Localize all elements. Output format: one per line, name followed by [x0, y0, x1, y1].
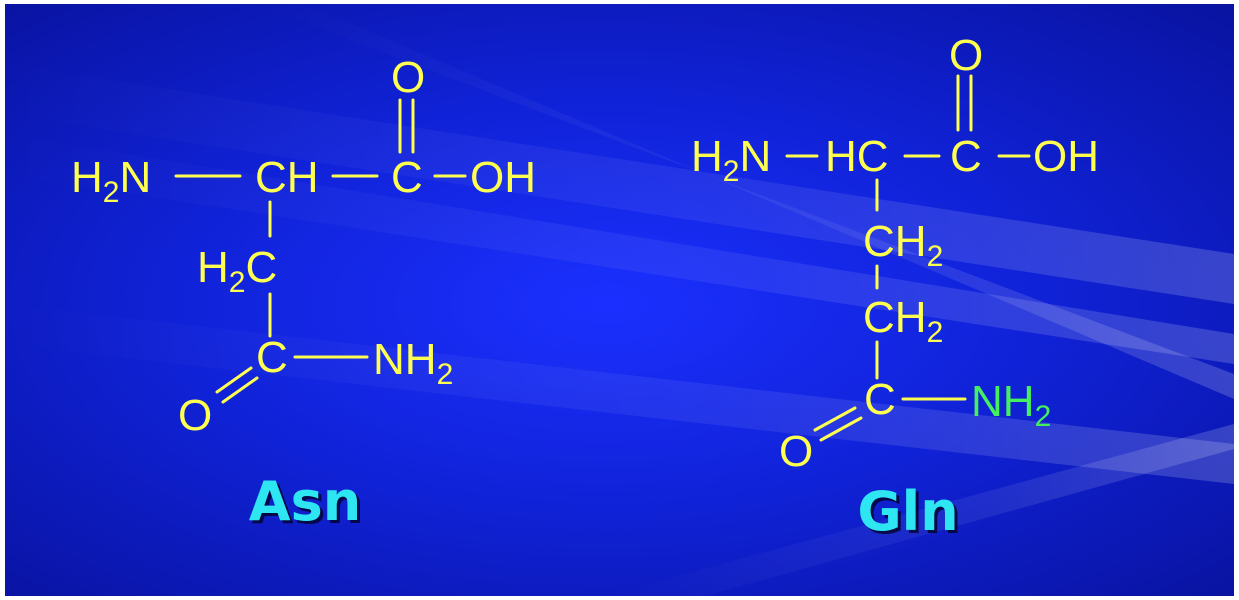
gln-carboxyl-oxygen: O — [949, 31, 983, 80]
gln-name-label: Gln — [857, 480, 958, 543]
asn-bond-camide-o-2 — [221, 376, 259, 404]
gln-atoms: H2N HC C O OH CH2 CH2 C O NH2 — [691, 31, 1099, 476]
gln-amide-carbon: C — [864, 375, 896, 424]
gln-structure: H2N HC C O OH CH2 CH2 C O NH2 Gln — [691, 31, 1099, 543]
gln-amide-oxygen: O — [779, 427, 813, 476]
asn-name-label: Asn — [249, 470, 361, 533]
gln-amine-group: H2N — [691, 132, 771, 188]
gln-bonds — [785, 74, 1031, 442]
asn-amide-oxygen: O — [178, 391, 212, 440]
asn-amide-nitrogen: NH2 — [373, 335, 453, 391]
amino-acid-structures: H2N CH C O OH H2C C O NH2 Asn — [71, 31, 1099, 543]
asn-beta-carbon: H2C — [197, 243, 277, 299]
light-ray — [605, 424, 1234, 596]
asn-alpha-carbon: CH — [255, 153, 319, 202]
slide-background: H2N CH C O OH H2C C O NH2 Asn — [5, 4, 1234, 596]
asn-bond-camide-o-1 — [215, 366, 253, 394]
asn-carboxyl-carbon: C — [391, 153, 423, 202]
gln-amide-nitrogen: NH2 — [971, 377, 1051, 433]
gln-alpha-carbon: HC — [825, 132, 889, 181]
asn-hydroxyl: OH — [470, 153, 536, 202]
asn-atoms: H2N CH C O OH H2C C O NH2 — [71, 53, 536, 440]
asn-amine-group: H2N — [71, 153, 151, 209]
asn-bonds — [174, 98, 467, 404]
light-rays-decoration — [5, 4, 1234, 596]
light-ray — [5, 304, 1234, 484]
gln-beta-carbon: CH2 — [863, 217, 943, 273]
asn-structure: H2N CH C O OH H2C C O NH2 Asn — [71, 53, 536, 533]
gln-gamma-carbon: CH2 — [863, 293, 943, 349]
asn-carboxyl-oxygen: O — [391, 53, 425, 102]
asn-amide-carbon: C — [256, 333, 288, 382]
gln-carboxyl-carbon: C — [950, 132, 982, 181]
gln-hydroxyl: OH — [1033, 132, 1099, 181]
light-ray — [5, 64, 1234, 304]
gln-bond-camide-o-1 — [813, 406, 857, 432]
light-ray — [5, 134, 1234, 364]
gln-bond-camide-o-2 — [819, 416, 863, 442]
